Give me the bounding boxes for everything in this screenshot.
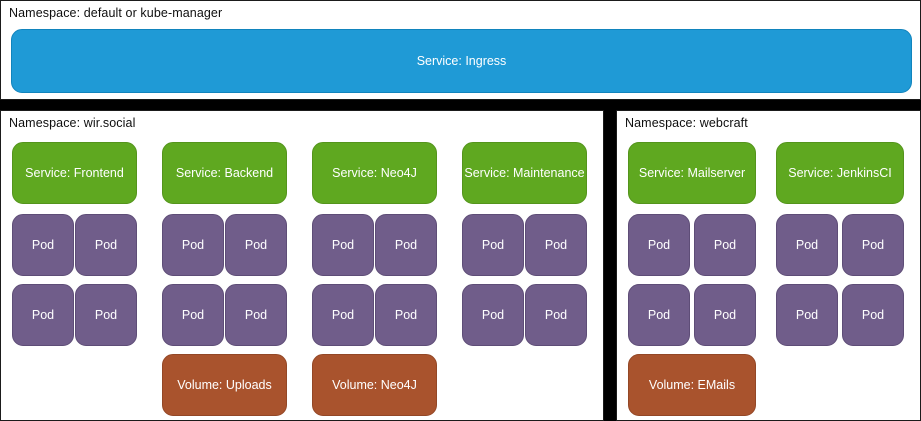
- pod-mailserver-2[interactable]: Pod: [694, 214, 756, 276]
- service-ingress[interactable]: Service: Ingress: [11, 29, 912, 93]
- pod-maintenance-2[interactable]: Pod: [525, 214, 587, 276]
- pod-backend-4[interactable]: Pod: [225, 284, 287, 346]
- namespace-panel-default: Namespace: default or kube-manager Servi…: [0, 0, 921, 100]
- pod-maintenance-4[interactable]: Pod: [525, 284, 587, 346]
- service-neo4j[interactable]: Service: Neo4J: [312, 142, 437, 204]
- namespace-label-default: Namespace: default or kube-manager: [9, 6, 223, 20]
- pod-frontend-3[interactable]: Pod: [12, 284, 74, 346]
- pod-neo4j-2[interactable]: Pod: [375, 214, 437, 276]
- pod-mailserver-4[interactable]: Pod: [694, 284, 756, 346]
- service-jenkinsci[interactable]: Service: JenkinsCI: [776, 142, 904, 204]
- volume-emails[interactable]: Volume: EMails: [628, 354, 756, 416]
- pod-neo4j-1[interactable]: Pod: [312, 214, 374, 276]
- volume-neo4j[interactable]: Volume: Neo4J: [312, 354, 437, 416]
- namespace-label-webcraft: Namespace: webcraft: [625, 116, 748, 130]
- pod-mailserver-3[interactable]: Pod: [628, 284, 690, 346]
- service-backend[interactable]: Service: Backend: [162, 142, 287, 204]
- pod-jenkinsci-4[interactable]: Pod: [842, 284, 904, 346]
- pod-backend-3[interactable]: Pod: [162, 284, 224, 346]
- service-frontend[interactable]: Service: Frontend: [12, 142, 137, 204]
- volume-uploads[interactable]: Volume: Uploads: [162, 354, 287, 416]
- service-maintenance[interactable]: Service: Maintenance: [462, 142, 587, 204]
- pod-mailserver-1[interactable]: Pod: [628, 214, 690, 276]
- pod-jenkinsci-3[interactable]: Pod: [776, 284, 838, 346]
- pod-maintenance-3[interactable]: Pod: [462, 284, 524, 346]
- pod-frontend-4[interactable]: Pod: [75, 284, 137, 346]
- namespace-label-wir-social: Namespace: wir.social: [9, 116, 136, 130]
- pod-neo4j-3[interactable]: Pod: [312, 284, 374, 346]
- pod-frontend-1[interactable]: Pod: [12, 214, 74, 276]
- service-mailserver[interactable]: Service: Mailserver: [628, 142, 756, 204]
- pod-jenkinsci-1[interactable]: Pod: [776, 214, 838, 276]
- pod-jenkinsci-2[interactable]: Pod: [842, 214, 904, 276]
- pod-frontend-2[interactable]: Pod: [75, 214, 137, 276]
- pod-backend-2[interactable]: Pod: [225, 214, 287, 276]
- pod-neo4j-4[interactable]: Pod: [375, 284, 437, 346]
- pod-maintenance-1[interactable]: Pod: [462, 214, 524, 276]
- pod-backend-1[interactable]: Pod: [162, 214, 224, 276]
